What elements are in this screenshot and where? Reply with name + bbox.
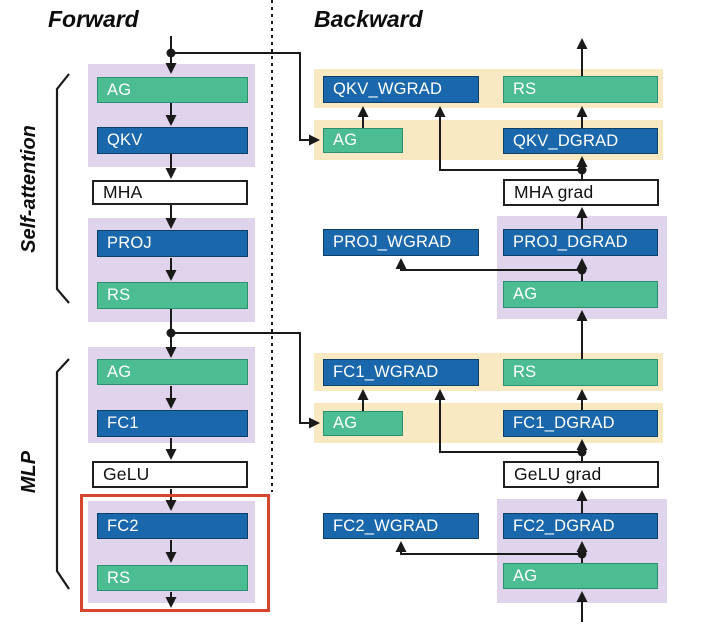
- branch-dot: [166, 48, 176, 58]
- backward-qkv-wgrad-block: QKV_WGRAD: [323, 76, 479, 103]
- forward-ag-mlp-block: AG: [97, 359, 248, 385]
- forward-gelu-block: GeLU: [92, 461, 248, 488]
- backward-qkv-dgrad-block: QKV_DGRAD: [503, 128, 658, 154]
- self-attention-group-label: Self-attention: [18, 125, 40, 253]
- forward-mha-block: MHA: [92, 180, 248, 205]
- backward-fc1-dgrad-block: FC1_DGRAD: [503, 410, 658, 437]
- branch-dot: [577, 165, 587, 175]
- forward-fc2-block: FC2: [97, 513, 248, 539]
- self-attention-bracket: [55, 73, 70, 304]
- branch-dot: [166, 328, 176, 338]
- backward-rs-attn-block: RS: [503, 76, 658, 103]
- backward-gelu-grad-block: GeLU grad: [503, 461, 659, 488]
- backward-fc2-wgrad-block: FC2_WGRAD: [323, 513, 479, 539]
- backward-fc2-dgrad-block: FC2_DGRAD: [503, 513, 658, 539]
- backward-ag-attn-block: AG: [323, 128, 403, 153]
- forward-title: Forward: [48, 6, 139, 32]
- fc2-rs-highlight-box: [80, 494, 270, 612]
- branch-dot: [577, 447, 587, 457]
- backward-mha-grad-block: MHA grad: [503, 179, 659, 206]
- backward-rs-mlp-block: RS: [503, 359, 658, 386]
- backward-ag-proj-block: AG: [503, 281, 658, 308]
- backward-ag-fc2-block: AG: [503, 563, 658, 589]
- forward-rs-attn-block: RS: [97, 282, 248, 309]
- forward-rs-mlp-block: RS: [97, 565, 248, 591]
- backward-proj-dgrad-block: PROJ_DGRAD: [503, 229, 658, 256]
- forward-qkv-block: QKV: [97, 127, 248, 154]
- forward-fc1-block: FC1: [97, 410, 248, 437]
- forward-proj-block: PROJ: [97, 230, 248, 257]
- mlp-group-label: MLP: [18, 450, 40, 494]
- mlp-bracket: [55, 358, 70, 590]
- forward-ag-attn-block: AG: [97, 77, 248, 103]
- backward-proj-wgrad-block: PROJ_WGRAD: [323, 229, 479, 256]
- backward-fc1-wgrad-block: FC1_WGRAD: [323, 359, 479, 386]
- backward-ag-mlp-block: AG: [323, 411, 403, 436]
- backward-title: Backward: [314, 6, 423, 32]
